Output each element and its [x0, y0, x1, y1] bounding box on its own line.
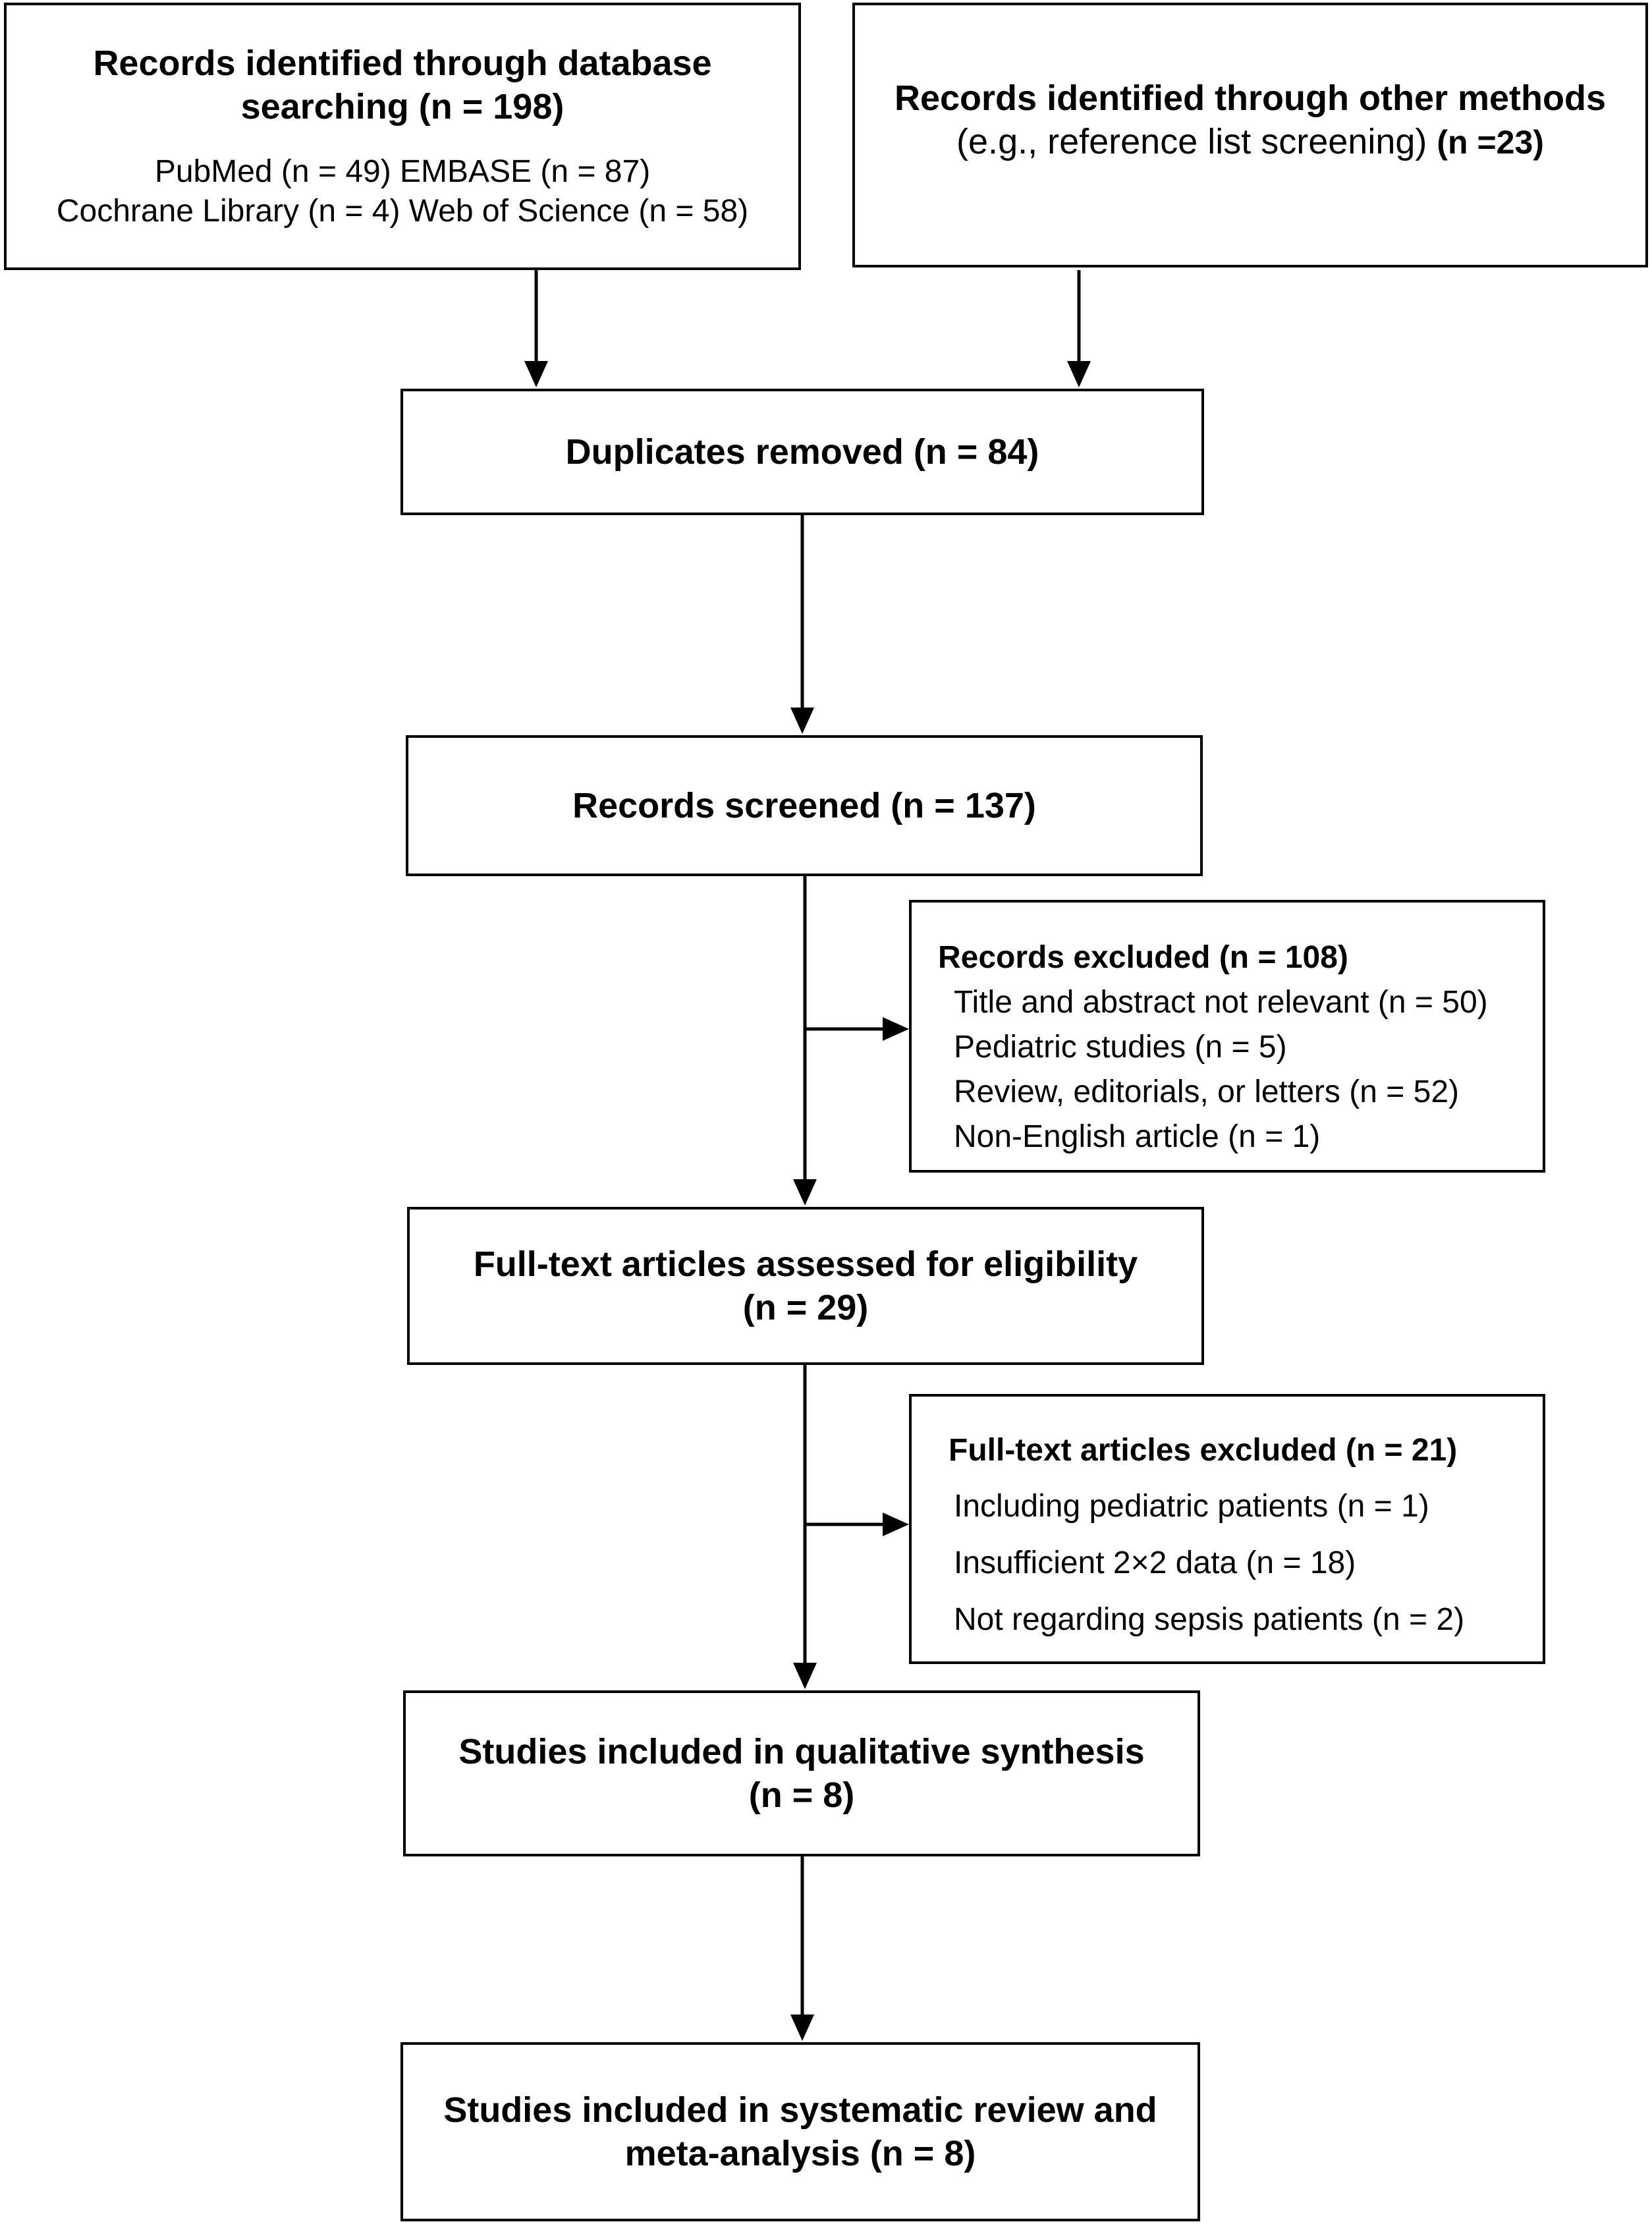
- box-database-search: Records identified through database sear…: [4, 3, 801, 270]
- arrowhead-records-excluded: [883, 1017, 909, 1041]
- records-excluded-title: Records excluded (n = 108): [938, 940, 1348, 975]
- box-other-methods: Records identified through other methods…: [852, 3, 1648, 267]
- screened-title: Records screened (n = 137): [572, 786, 1036, 825]
- box-records-excluded: Records excluded (n = 108) Title and abs…: [909, 900, 1545, 1173]
- box-qualitative-synthesis: Studies included in qualitative synthesi…: [403, 1690, 1200, 1856]
- fulltext-excluded-title: Full-text articles excluded (n = 21): [949, 1433, 1458, 1468]
- records-excluded-item: Review, editorials, or letters (n = 52): [954, 1074, 1459, 1109]
- arrowhead-fulltext-excluded: [883, 1513, 909, 1536]
- database-sources-line2: Cochrane Library (n = 4) Web of Science …: [56, 194, 749, 229]
- box-records-screened: Records screened (n = 137): [406, 735, 1203, 876]
- records-excluded-item: Pediatric studies (n = 5): [954, 1030, 1287, 1065]
- meta-title-line1: Studies included in systematic review an…: [443, 2090, 1157, 2130]
- fulltext-excluded-item: Including pediatric patients (n = 1): [954, 1489, 1429, 1524]
- database-sources-line1: PubMed (n = 49) EMBASE (n = 87): [154, 154, 651, 189]
- database-title: Records identified through database sear…: [93, 43, 712, 126]
- arrowhead-fulltext: [793, 1179, 817, 1206]
- qualitative-count: (n = 8): [748, 1775, 855, 1815]
- fulltext-count: (n = 29): [742, 1288, 869, 1327]
- fulltext-title: Full-text articles assessed for eligibil…: [473, 1244, 1138, 1284]
- records-excluded-item: Title and abstract not relevant (n = 50): [954, 985, 1488, 1020]
- meta-title-line2: meta-analysis (n = 8): [624, 2134, 976, 2173]
- box-duplicates-removed: Duplicates removed (n = 84): [400, 389, 1204, 515]
- fulltext-excluded-item: Not regarding sepsis patients (n = 2): [954, 1602, 1465, 1637]
- other-subtitle-line: (e.g., reference list screening) (n =23): [956, 120, 1544, 164]
- other-title: Records identified through other methods: [894, 78, 1607, 118]
- other-subtitle: (e.g., reference list screening): [956, 122, 1427, 161]
- arrowhead-database: [524, 361, 548, 387]
- box-fulltext-assessed: Full-text articles assessed for eligibil…: [407, 1207, 1204, 1365]
- arrowhead-meta: [790, 2015, 814, 2041]
- records-excluded-item: Non-English article (n = 1): [954, 1119, 1321, 1154]
- other-count: (n =23): [1437, 124, 1544, 161]
- fulltext-excluded-item: Insufficient 2×2 data (n = 18): [954, 1545, 1356, 1580]
- arrowhead-qualitative: [793, 1663, 817, 1689]
- qualitative-title: Studies included in qualitative synthesi…: [458, 1732, 1145, 1771]
- box-fulltext-excluded: Full-text articles excluded (n = 21) Inc…: [909, 1394, 1545, 1664]
- arrowhead-other: [1067, 361, 1091, 387]
- duplicates-title: Duplicates removed (n = 84): [565, 432, 1039, 472]
- box-meta-analysis: Studies included in systematic review an…: [400, 2042, 1200, 2221]
- arrowhead-screened: [790, 708, 814, 734]
